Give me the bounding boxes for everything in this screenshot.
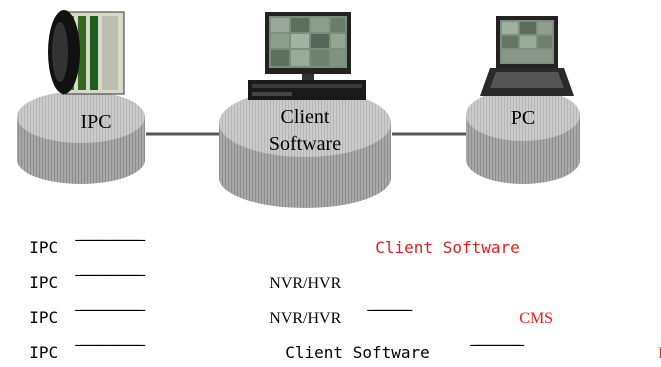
flow-target: Client Software (375, 238, 520, 257)
flow-line-3: IPC ————————————— NVR/HVR ————————— CMS (10, 271, 553, 327)
flow-dashes: ————————————— (75, 230, 145, 249)
client-software-node: Client Software (219, 12, 391, 208)
camera-module-icon (48, 10, 125, 95)
client-label-line1: Client (281, 106, 330, 128)
flow-dashes-2: ————————— (367, 300, 412, 319)
flow-target: CMS (519, 310, 554, 327)
flow-line-1: IPC ————————————— Client Software (10, 201, 520, 257)
client-label-line2: Software (269, 133, 341, 155)
flow-line-2: IPC ————————————— NVR/HVR (10, 236, 341, 292)
pc-label: PC (511, 107, 535, 129)
flow-middle: NVR/HVR (269, 310, 342, 327)
flow-dashes: ————————————— (75, 335, 145, 354)
flow-source: IPC (29, 238, 59, 257)
flow-dashes: ————————————— (75, 300, 145, 319)
flow-dashes-2: ———————————— (470, 335, 524, 354)
monitor-on-server-icon (248, 12, 366, 100)
flow-middle: Client Software (285, 343, 430, 362)
flow-line-4: IPC ————————————— Client Software —————————… (10, 306, 661, 362)
flow-dashes: ————————————— (75, 265, 145, 284)
pc-node: PC (466, 16, 580, 184)
flow-source: IPC (29, 308, 59, 327)
flow-middle: NVR/HVR (269, 275, 342, 292)
flow-source: IPC (29, 343, 59, 362)
flow-source: IPC (29, 273, 59, 292)
network-diagram: IPC Client Software (17, 10, 580, 208)
laptop-icon (480, 16, 574, 96)
ipc-label: IPC (80, 111, 111, 133)
ipc-node: IPC (17, 10, 145, 184)
